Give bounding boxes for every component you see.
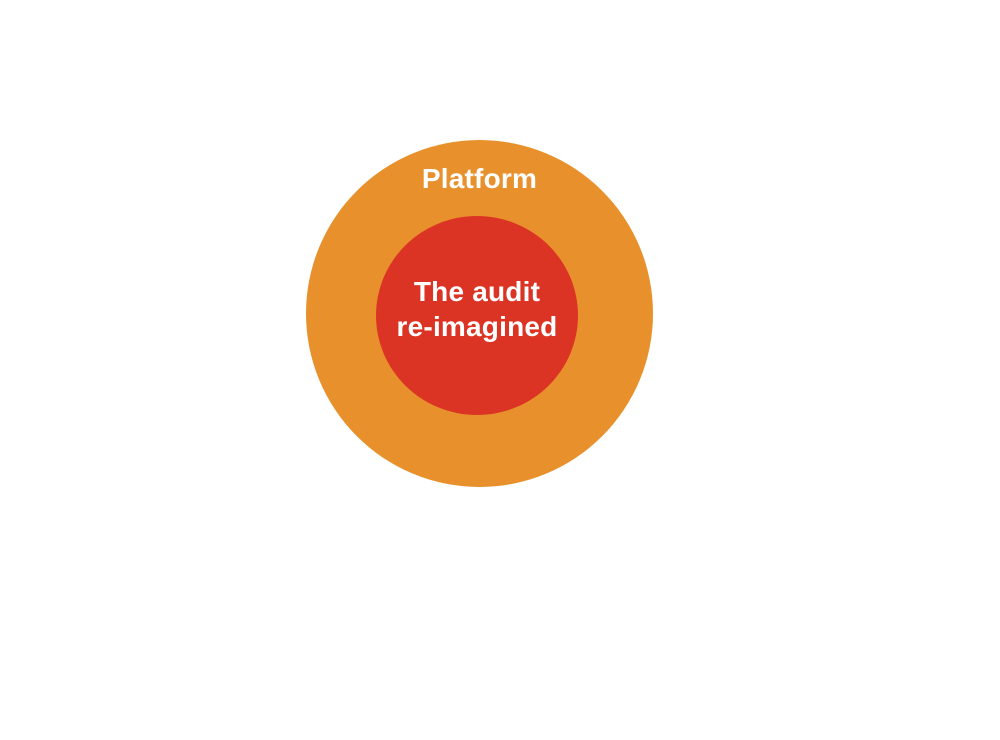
audit-label: The audit re-imagined — [397, 274, 558, 344]
platform-circle: Platform The audit re-imagined — [306, 140, 653, 487]
audit-label-line1: The audit — [413, 275, 541, 307]
audit-label-line2: re-imagined — [396, 310, 558, 342]
platform-label: Platform — [421, 163, 538, 194]
audit-circle: The audit re-imagined — [376, 216, 578, 415]
